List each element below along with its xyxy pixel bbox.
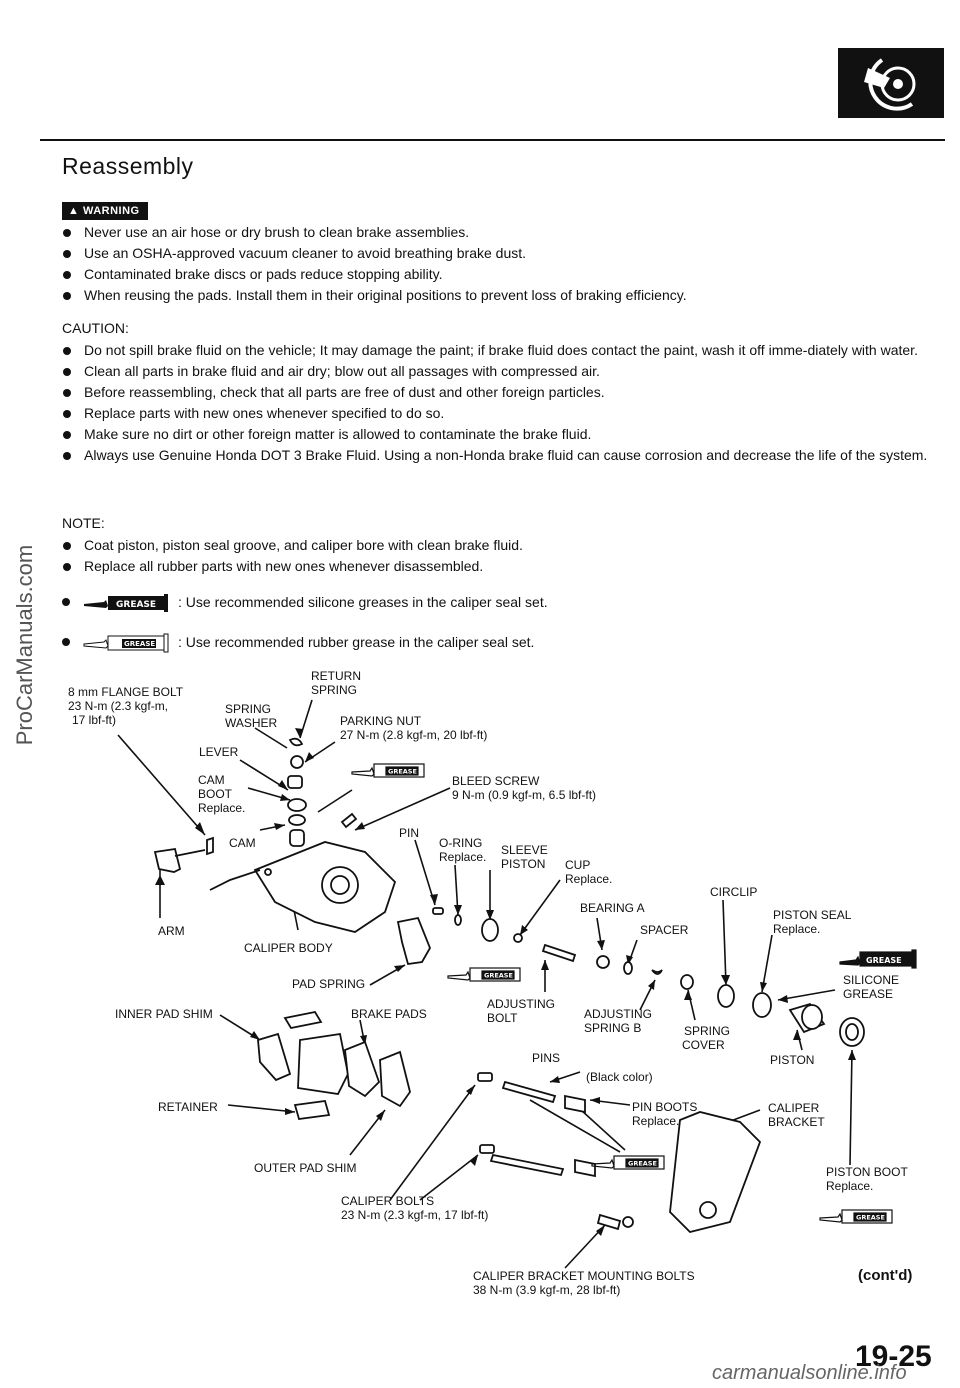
label-bearing-a: BEARING A bbox=[580, 901, 645, 915]
note-list: Coat piston, piston seal groove, and cal… bbox=[62, 535, 523, 577]
list-item: Replace parts with new ones whenever spe… bbox=[62, 403, 930, 424]
list-item: Never use an air hose or dry brush to cl… bbox=[62, 222, 687, 243]
exploded-caliper-diagram: GREASE GREASE GREASE GREASE GREASE bbox=[117, 699, 917, 1269]
caution-list: Do not spill brake fluid on the vehicle;… bbox=[62, 340, 930, 466]
label-circlip: CIRCLIP bbox=[710, 885, 758, 899]
watermark-bottom: carmanualsonline.info bbox=[712, 1362, 907, 1384]
label-pad-spring: PAD SPRING bbox=[292, 977, 366, 991]
grease-word: GREASE bbox=[116, 600, 156, 610]
label-cam: CAM bbox=[229, 836, 256, 850]
label-brake-pads: BRAKE PADS bbox=[351, 1007, 427, 1021]
list-item: Do not spill brake fluid on the vehicle;… bbox=[62, 340, 930, 361]
label-pin: PIN bbox=[399, 826, 420, 840]
grease-word: GREASE bbox=[388, 768, 417, 776]
label-caliper-body: CALIPER BODY bbox=[244, 941, 333, 955]
label-pins: PINS bbox=[532, 1051, 561, 1065]
grease-tube-outline-icon: GREASE bbox=[83, 633, 169, 653]
list-item: Make sure no dirt or other foreign matte… bbox=[62, 424, 930, 445]
watermark-left: ProCarManuals.com bbox=[12, 544, 37, 746]
label-outer-pad-shim: OUTER PAD SHIM bbox=[254, 1161, 357, 1175]
list-item: Coat piston, piston seal groove, and cal… bbox=[62, 535, 523, 556]
grease-word: GREASE bbox=[856, 1214, 885, 1222]
warning-badge: ▲ WARNING bbox=[62, 202, 148, 220]
grease-word: GREASE bbox=[124, 640, 155, 648]
label-arm: ARM bbox=[158, 924, 185, 938]
list-item: Clean all parts in brake fluid and air d… bbox=[62, 361, 930, 382]
warning-triangle-icon: ▲ bbox=[68, 205, 83, 217]
rubber-grease-note: GREASE : Use recommended rubber grease i… bbox=[62, 630, 534, 654]
list-item: Always use Genuine Honda DOT 3 Brake Flu… bbox=[62, 445, 930, 466]
grease-word: GREASE bbox=[484, 972, 513, 980]
list-item: Use an OSHA-approved vacuum cleaner to a… bbox=[62, 243, 687, 264]
page-title: Reassembly bbox=[62, 153, 194, 179]
continued-note: (cont'd) bbox=[858, 1267, 913, 1284]
label-piston: PISTON bbox=[770, 1053, 815, 1067]
caution-heading: CAUTION: bbox=[62, 320, 129, 336]
grease-word: GREASE bbox=[628, 1160, 657, 1168]
label-lever: LEVER bbox=[199, 745, 239, 759]
grease-tube-black-icon: GREASE bbox=[84, 594, 168, 612]
note-heading: NOTE: bbox=[62, 515, 105, 531]
label-black-color: (Black color) bbox=[586, 1070, 653, 1084]
header-rule bbox=[40, 139, 945, 141]
list-item: When reusing the pads. Install them in t… bbox=[62, 285, 687, 306]
silicone-grease-note: GREASE : Use recommended silicone grease… bbox=[62, 590, 548, 614]
label-spacer: SPACER bbox=[640, 923, 689, 937]
list-item: Replace all rubber parts with new ones w… bbox=[62, 556, 523, 577]
brake-disc-section-icon bbox=[838, 48, 944, 118]
list-item: Contaminated brake discs or pads reduce … bbox=[62, 264, 687, 285]
warning-list: Never use an air hose or dry brush to cl… bbox=[62, 222, 687, 306]
grease-word: GREASE bbox=[866, 956, 902, 965]
label-retainer: RETAINER bbox=[158, 1100, 218, 1114]
label-inner-pad-shim: INNER PAD SHIM bbox=[115, 1007, 213, 1021]
list-item: Before reassembling, check that all part… bbox=[62, 382, 930, 403]
page-number: 19-25 bbox=[855, 1340, 932, 1373]
